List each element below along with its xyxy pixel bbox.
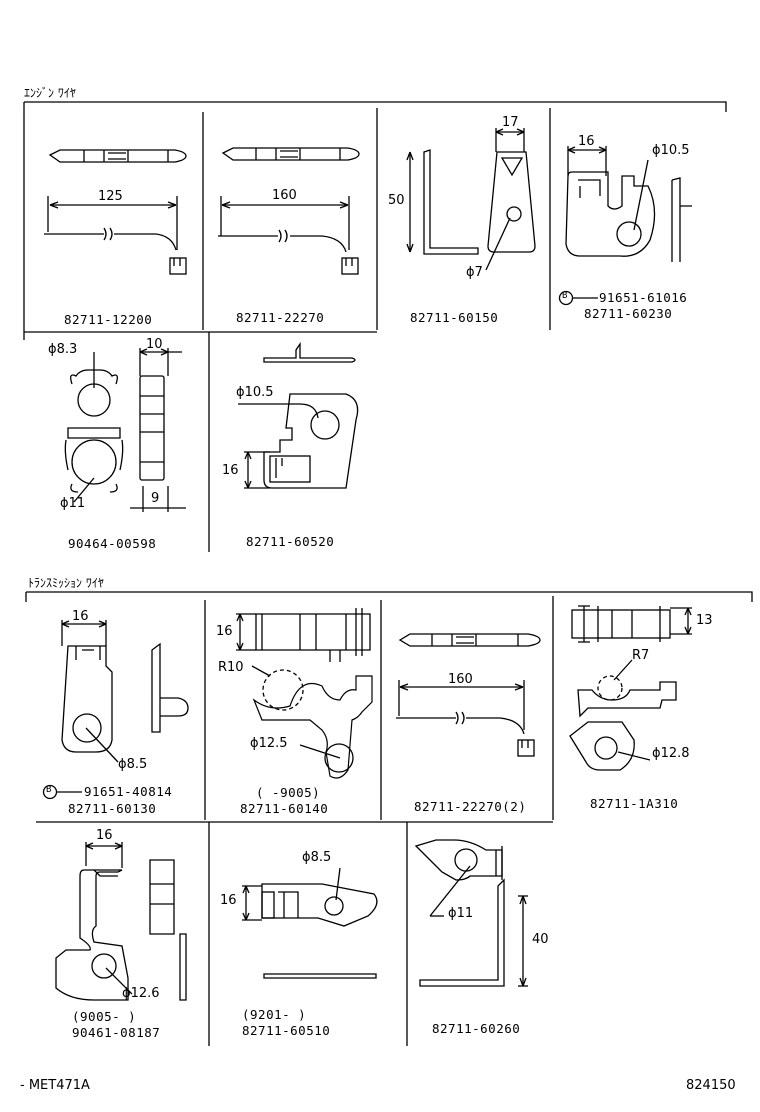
dim-16-60140: 16 <box>216 624 233 639</box>
dim-phi-11-00598: ϕ11 <box>60 496 86 511</box>
serial-note-08187: (9005- ) <box>72 1009 137 1024</box>
dim-r7: R7 <box>632 648 650 663</box>
page-code: 824150 <box>686 1078 736 1093</box>
dim-phi-8-5-60510: ϕ8.5 <box>302 850 332 865</box>
part-number-82711-60130: 82711-60130 <box>68 801 157 816</box>
section-frames <box>23 101 753 1046</box>
ref-marker-b-1: B <box>562 291 568 301</box>
dim-phi-12-5: ϕ12.5 <box>250 736 288 751</box>
dim-17: 17 <box>502 115 519 130</box>
diagram-code: - MET471A <box>20 1078 90 1093</box>
part-number-91651-40814: 91651-40814 <box>84 784 173 799</box>
dim-16-60230: 16 <box>578 134 595 149</box>
part-number-82711-60510: 82711-60510 <box>242 1023 331 1038</box>
wire-12200-drawing <box>44 149 187 275</box>
dim-phi-10-5-60520: ϕ10.5 <box>236 385 274 400</box>
dim-16-08187: 16 <box>96 828 113 843</box>
clamp-60230-drawing <box>558 146 692 306</box>
clamp-1a310-drawing <box>569 605 692 771</box>
dim-phi-12-8: ϕ12.8 <box>652 746 690 761</box>
clamp-60130-drawing <box>42 620 189 800</box>
dim-125: 125 <box>98 189 123 204</box>
wire-22270-drawing <box>218 147 360 275</box>
dim-10: 10 <box>146 337 163 352</box>
bracket-60260-drawing <box>414 839 528 987</box>
part-number-82711-60150: 82711-60150 <box>410 310 499 325</box>
serial-note-60510: (9201- ) <box>242 1007 307 1022</box>
part-number-82711-1a310: 82711-1A310 <box>590 796 679 811</box>
ref-marker-b-2: B <box>46 785 52 795</box>
dim-r10: R10 <box>218 660 244 675</box>
dim-50: 50 <box>388 193 405 208</box>
clamp-00598-drawing <box>64 348 186 512</box>
clamp-60510-drawing <box>242 867 378 979</box>
part-number-82711-12200: 82711-12200 <box>64 312 153 327</box>
dim-16-60130: 16 <box>72 609 89 624</box>
dim-160-transmission: 160 <box>448 672 473 687</box>
engine-wire-section-title: ｴﾝｼﾞﾝ ﾜｲﾔ <box>24 86 76 100</box>
part-number-82711-60520: 82711-60520 <box>246 534 335 549</box>
dim-phi-7: ϕ7 <box>466 265 483 280</box>
part-number-82711-22270: 82711-22270 <box>236 310 325 325</box>
bracket-08187-drawing <box>55 842 187 1001</box>
serial-note-60140: ( -9005) <box>256 785 321 800</box>
part-number-90464-00598: 90464-00598 <box>68 536 157 551</box>
transmission-wire-section-title: ﾄﾗﾝｽﾐｯｼｮﾝ ﾜｲﾔ <box>28 576 104 590</box>
dim-phi-8-5-60130: ϕ8.5 <box>118 757 148 772</box>
dim-phi-8-3: ϕ8.3 <box>48 342 78 357</box>
wire-22270-2-drawing <box>396 633 541 757</box>
dim-9: 9 <box>151 491 160 506</box>
clamp-60140-drawing <box>236 608 373 779</box>
part-number-82711-22270-2: 82711-22270(2) <box>414 799 527 814</box>
part-number-82711-60230: 82711-60230 <box>584 306 673 321</box>
dim-phi-12-6: ϕ12.6 <box>122 986 160 1001</box>
part-number-91651-61016: 91651-61016 <box>599 290 688 305</box>
dim-160-engine: 160 <box>272 188 297 203</box>
part-number-82711-60140: 82711-60140 <box>240 801 329 816</box>
bracket-60150-drawing <box>406 128 536 271</box>
clamp-60520-drawing <box>238 341 359 489</box>
dim-phi-11-60260: ϕ11 <box>448 906 474 921</box>
dim-16-60510: 16 <box>220 893 237 908</box>
dim-phi-10-5-60230: ϕ10.5 <box>652 143 690 158</box>
dim-40: 40 <box>532 932 549 947</box>
part-number-90461-08187: 90461-08187 <box>72 1025 161 1040</box>
dim-13: 13 <box>696 613 713 628</box>
part-number-82711-60260: 82711-60260 <box>432 1021 521 1036</box>
dim-16-60520: 16 <box>222 463 239 478</box>
